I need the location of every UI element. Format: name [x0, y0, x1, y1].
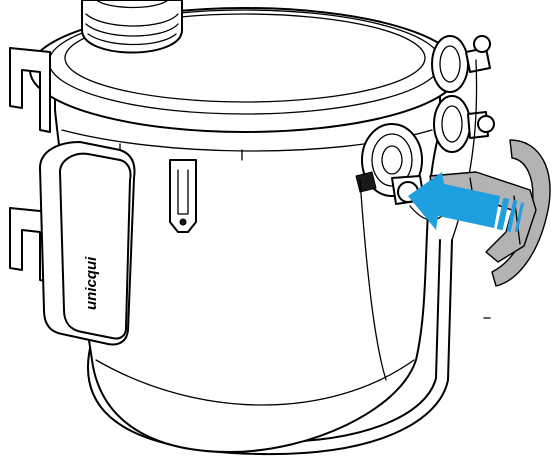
- body-hook: [169, 159, 197, 233]
- canister-lid: [29, 0, 461, 133]
- left-mount-brackets: [9, 47, 51, 283]
- side-valves: [355, 35, 495, 381]
- push-in-arrow-icon: [408, 172, 525, 233]
- brand-label: unicqui: [83, 256, 100, 310]
- control-box: unicqui: [39, 141, 136, 346]
